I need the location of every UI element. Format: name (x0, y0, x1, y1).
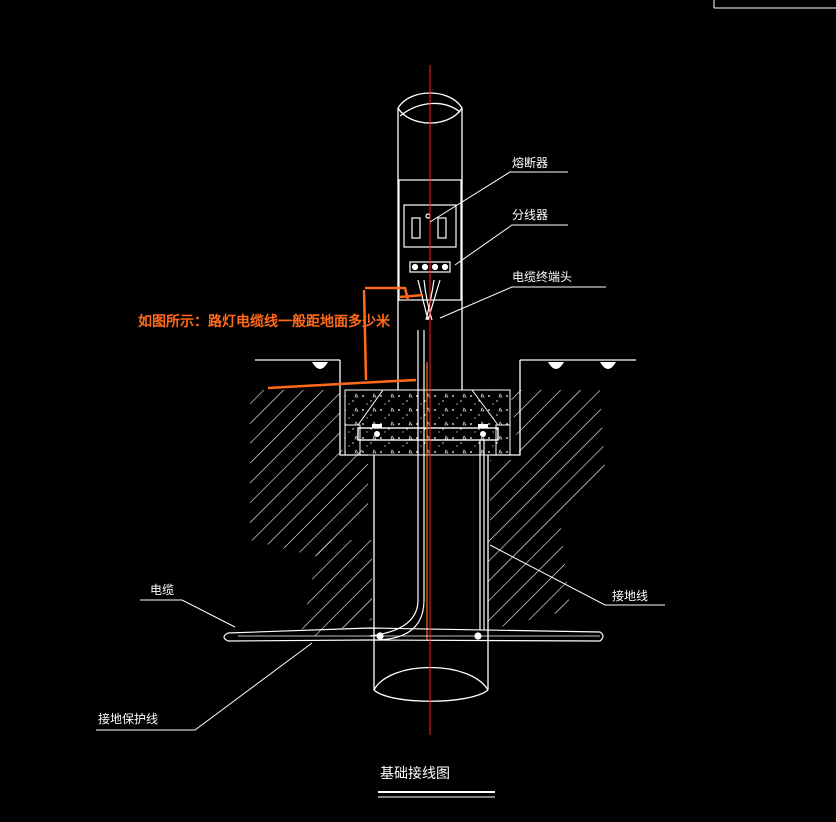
drawing-title: 基础接线图 (380, 765, 450, 782)
cable-routing (369, 330, 485, 641)
label-ground-wire: 接地线 (612, 588, 648, 603)
frame-corner (713, 0, 836, 9)
title-underline (378, 791, 495, 798)
label-fuse: 熔断器 (512, 155, 548, 170)
soil-hatching (250, 390, 605, 640)
label-ground-protect: 接地保护线 (98, 711, 158, 726)
buried-pipe (373, 455, 489, 702)
horizontal-lines (223, 627, 604, 642)
label-cable-terminal: 电缆终端头 (512, 269, 572, 284)
annotation-marks (267, 286, 424, 390)
label-splitter: 分线器 (512, 208, 548, 222)
label-cable: 电缆 (150, 583, 174, 597)
leader-lines (96, 171, 665, 731)
question-annotation: 如图所示：路灯电缆线一般距地面多少米 (138, 313, 391, 330)
ground-symbols (312, 362, 616, 369)
